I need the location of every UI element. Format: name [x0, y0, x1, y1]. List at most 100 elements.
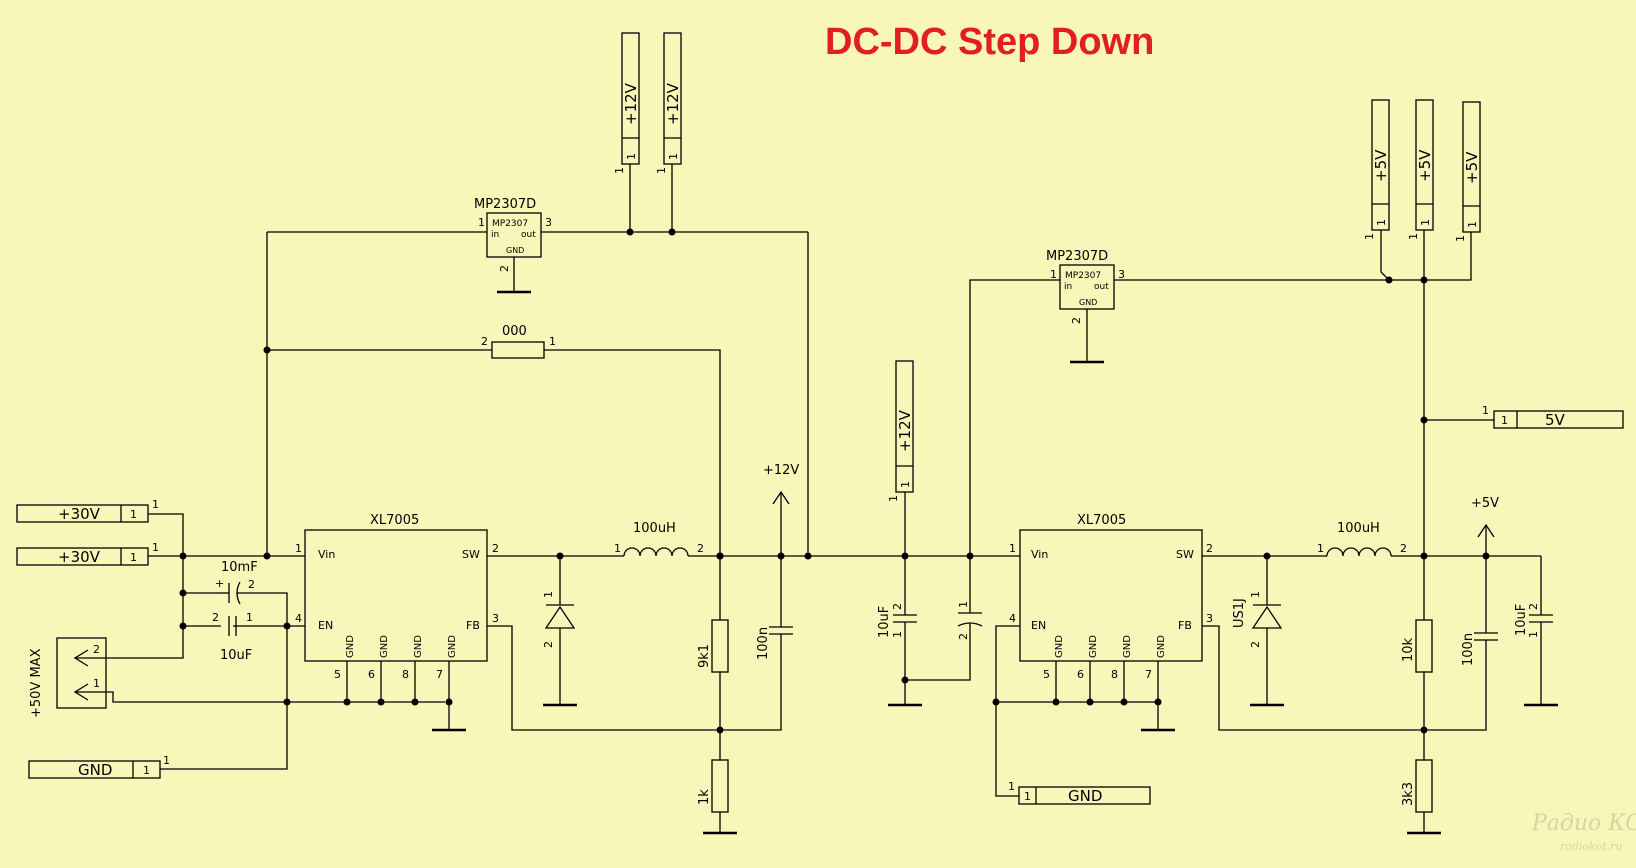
svg-text:GND: GND — [447, 635, 458, 658]
svg-text:+12V: +12V — [664, 82, 682, 125]
svg-text:+12V: +12V — [763, 463, 799, 478]
svg-text:3: 3 — [1206, 612, 1213, 625]
svg-text:GND: GND — [1156, 635, 1167, 658]
svg-text:1: 1 — [1024, 790, 1031, 803]
feedback-network-right: 10k 3k3 100n +5V 10uF 2 1 — [1202, 496, 1558, 835]
svg-text:MP2307D: MP2307D — [1046, 249, 1108, 264]
svg-text:1: 1 — [478, 216, 485, 229]
svg-text:5: 5 — [1043, 668, 1050, 681]
connector-5v-top-2: +5V 1 1 — [1407, 99, 1434, 280]
svg-text:1: 1 — [295, 542, 302, 555]
connector-input-30v-1: +30V 1 1 — [16, 498, 159, 523]
svg-text:4: 4 — [295, 612, 302, 625]
svg-text:1: 1 — [614, 542, 621, 555]
svg-text:GND: GND — [1079, 298, 1097, 307]
svg-text:1: 1 — [152, 498, 159, 511]
svg-text:10mF: 10mF — [221, 560, 258, 575]
schematic-title: DC-DC Step Down — [825, 21, 1154, 63]
inductor-100uh-right: 100uH 1 2 — [1317, 521, 1541, 557]
svg-text:2: 2 — [492, 542, 499, 555]
svg-text:+12V: +12V — [622, 82, 640, 125]
svg-text:1: 1 — [130, 551, 137, 564]
svg-text:1: 1 — [1008, 780, 1015, 793]
svg-text:Vin: Vin — [318, 548, 335, 561]
connector-gnd-left: GND 1 1 — [28, 754, 170, 779]
svg-text:GND: GND — [506, 246, 524, 255]
svg-text:XL7005: XL7005 — [1077, 513, 1126, 528]
svg-text:1: 1 — [1317, 542, 1324, 555]
resistor-1k — [711, 759, 729, 813]
svg-text:1: 1 — [1363, 233, 1376, 240]
svg-text:1: 1 — [143, 764, 150, 777]
svg-text:GND: GND — [413, 635, 424, 658]
svg-text:+12V: +12V — [896, 409, 914, 452]
svg-text:1: 1 — [1527, 631, 1540, 638]
svg-text:SW: SW — [462, 548, 480, 561]
ldo-mp2307d-left: MP2307D MP2307 in out GND 1 3 2 — [267, 197, 812, 560]
svg-text:MP2307: MP2307 — [492, 219, 528, 229]
svg-text:EN: EN — [318, 619, 333, 632]
svg-text:1: 1 — [613, 167, 626, 174]
svg-text:FB: FB — [466, 619, 480, 632]
input-connector-label: +50V MAX — [29, 648, 44, 718]
right-input-node: 10uF 2 1 1 2 — [877, 552, 1020, 707]
resistor-9k1 — [711, 619, 729, 673]
svg-text:+5V: +5V — [1463, 151, 1481, 184]
connector-5v-top-3: +5V 1 1 — [1424, 101, 1481, 281]
svg-text:GND: GND — [1088, 635, 1099, 658]
svg-text:1: 1 — [542, 591, 555, 598]
svg-text:+5V: +5V — [1471, 496, 1499, 511]
connector-5v-top-1: +5V 1 1 — [1363, 99, 1393, 284]
svg-text:+30V: +30V — [58, 505, 101, 523]
svg-text:3: 3 — [545, 216, 552, 229]
svg-text:GND: GND — [1122, 635, 1133, 658]
svg-text:2: 2 — [891, 603, 904, 610]
svg-text:MP2307D: MP2307D — [474, 197, 536, 212]
svg-text:8: 8 — [1111, 668, 1118, 681]
svg-text:2: 2 — [1400, 542, 1407, 555]
svg-text:1: 1 — [1407, 233, 1420, 240]
svg-text:2: 2 — [498, 265, 511, 272]
svg-text:4: 4 — [1009, 612, 1016, 625]
svg-text:1: 1 — [1482, 404, 1489, 417]
svg-text:1: 1 — [957, 601, 970, 608]
svg-text:out: out — [1094, 282, 1109, 292]
svg-text:1k: 1k — [697, 789, 712, 805]
svg-text:10uF: 10uF — [220, 648, 252, 663]
svg-text:5: 5 — [334, 668, 341, 681]
svg-text:1: 1 — [152, 541, 159, 554]
svg-text:6: 6 — [1077, 668, 1084, 681]
svg-text:GND: GND — [78, 761, 112, 779]
svg-text:1: 1 — [1050, 268, 1057, 281]
feedback-network-left: 9k1 1k 100n +12V — [487, 463, 799, 835]
connector-5v-horizontal: 1 1 5V — [1482, 404, 1624, 429]
watermark-url: radiokot.ru — [1560, 840, 1623, 853]
svg-text:XL7005: XL7005 — [370, 513, 419, 528]
svg-text:2: 2 — [248, 578, 255, 591]
svg-text:EN: EN — [1031, 619, 1046, 632]
svg-text:MP2307: MP2307 — [1065, 271, 1101, 281]
svg-text:+5V: +5V — [1416, 149, 1434, 182]
svg-text:10k: 10k — [1401, 637, 1416, 662]
diode-us1j-label: US1J — [1232, 598, 1247, 628]
svg-text:9k1: 9k1 — [697, 644, 712, 668]
svg-text:10uF: 10uF — [877, 606, 892, 638]
capacitor-10mf: 10mF + 2 — [215, 560, 270, 605]
inductor-100uh-left: 100uH 1 2 — [614, 521, 900, 557]
svg-text:3: 3 — [1118, 268, 1125, 281]
svg-text:2: 2 — [1206, 542, 1213, 555]
svg-text:1: 1 — [655, 167, 668, 174]
svg-text:FB: FB — [1178, 619, 1192, 632]
svg-text:1: 1 — [130, 508, 137, 521]
svg-text:2: 2 — [697, 542, 704, 555]
svg-text:2: 2 — [1249, 641, 1262, 648]
connector-input-30v-2: +30V 1 1 — [16, 541, 159, 566]
svg-text:000: 000 — [502, 324, 527, 339]
svg-text:2: 2 — [542, 641, 555, 648]
resistor-10k — [1415, 619, 1433, 673]
svg-text:8: 8 — [402, 668, 409, 681]
svg-text:1: 1 — [1375, 219, 1388, 226]
svg-text:1: 1 — [899, 481, 912, 488]
svg-text:GND: GND — [345, 635, 356, 658]
